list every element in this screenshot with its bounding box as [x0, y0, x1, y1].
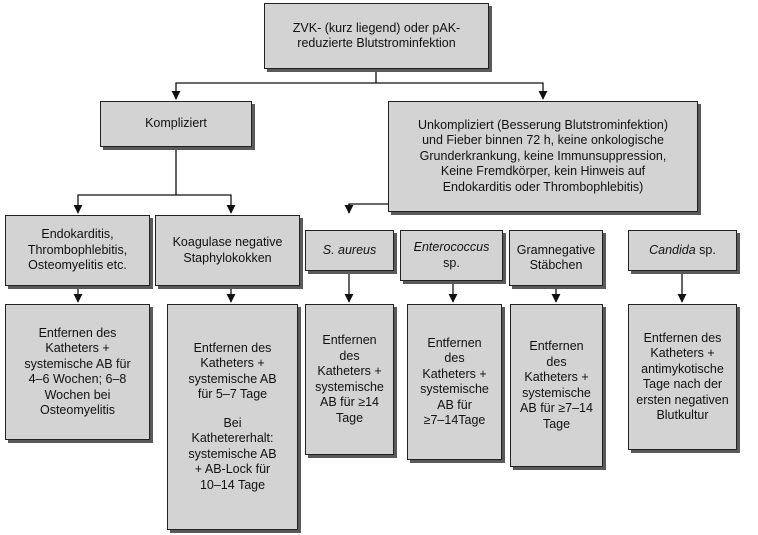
treatment-candida-line-3: antimykotische — [641, 361, 724, 376]
treatment-saureus-line-1: Entfernen — [322, 333, 377, 347]
treatment-candida-line-2: Katheters + — [650, 346, 715, 360]
root-to-uncomplicated-line — [376, 82, 548, 100]
root-line-1: ZVK- (kurz liegend) oder pAK- — [292, 20, 461, 35]
treatment-endocarditis-line-2: Katheters + — [45, 341, 110, 355]
treatment-enterococcus-line-5: AB für — [437, 397, 472, 412]
treatment-gramneg-line-4: systemische — [522, 385, 591, 400]
complicated-label: Kompliziert — [145, 116, 207, 131]
treatment-candida-line-1: Entfernen des — [643, 330, 722, 345]
category-gramneg: Gramnegative Stäbchen — [509, 230, 603, 286]
treatment-candida: Entfernen des Katheters + antimykotische… — [628, 304, 737, 450]
treatment-endocarditis-line-4: 4–6 Wochen; 6–8 — [28, 372, 127, 386]
category-endocarditis: Endokarditis, Thrombophlebitis, Osteomye… — [5, 215, 150, 286]
uncomplicated-line-5: Endokarditis oder Thrombophlebitis) — [442, 179, 644, 194]
treatment-enterococcus-line-3: Katheters + — [422, 366, 487, 381]
treatment-saureus-line-3: Katheters + — [317, 364, 382, 378]
treatment-saureus-line-4: systemische — [315, 379, 384, 394]
treatment-cons-line-8: + AB-Lock für — [194, 462, 271, 477]
treatment-gramneg-line-1: Entfernen — [529, 339, 584, 353]
treatment-enterococcus: Entfernen des Katheters + systemische AB… — [407, 304, 502, 460]
treatment-gramneg: Entfernen des Katheters + systemische AB… — [510, 304, 603, 467]
treatment-cons-line-3: systemische AB — [188, 371, 277, 386]
cons-line-1: Koagulase negative — [172, 235, 283, 249]
candida-suffix: sp. — [695, 242, 716, 257]
enterococcus-suffix: sp. — [443, 255, 460, 270]
complicated-to-endocarditis-line — [73, 147, 177, 214]
category-enterococcus: Enterococcus sp. — [400, 230, 503, 281]
treatment-gramneg-line-6: Tage — [542, 416, 571, 431]
complicated-to-cons-line — [176, 194, 236, 214]
cons-line-2: Staphylokokken — [183, 250, 272, 265]
treatment-endocarditis-line-6: Osteomyelitis — [39, 403, 116, 417]
treatment-enterococcus-line-1: Entfernen — [427, 335, 482, 350]
candida-label: Candida sp. — [649, 243, 716, 259]
endocarditis-line-2: Thrombophlebitis, — [27, 242, 128, 257]
treatment-saureus-line-2: des — [339, 348, 360, 363]
treatment-saureus-line-5: AB für ≥14 — [320, 395, 379, 409]
treatment-gramneg-line-5: AB für ≥7–14 — [520, 401, 593, 415]
treatment-cons-line-9: 10–14 Tage — [199, 477, 266, 492]
treatment-endocarditis-line-3: systemische AB für — [24, 356, 131, 371]
category-saureus: S. aureus — [305, 230, 394, 271]
gramneg-line-1: Gramnegative — [516, 242, 596, 257]
treatment-cons-line-7: systemische AB — [188, 446, 277, 461]
treatment-enterococcus-line-4: systemische — [420, 382, 489, 396]
treatment-cons-line-6: Kathetererhalt: — [191, 431, 274, 446]
uncomplicated-line-1: Unkompliziert (Besserung Blutstrominfekt… — [417, 117, 669, 132]
treatment-endocarditis-line-5: Wochen bei — [44, 387, 111, 402]
treatment-cons-line-2: Katheters + — [200, 356, 265, 371]
treatment-enterococcus-line-6: ≥7–14Tage — [423, 413, 486, 427]
treatment-endocarditis-line-1: Entfernen des — [38, 325, 117, 340]
treatment-candida-line-6: Blutkultur — [656, 408, 709, 422]
uncomplicated-line-4: Keine Fremdkörper, kein Hinweis auf — [440, 164, 646, 179]
treatment-candida-line-5: ersten negativen — [636, 392, 729, 407]
uncomplicated-line-2: und Fieber binnen 72 h, keine onkologisc… — [422, 133, 664, 148]
treatment-cons-line-1: Entfernen des — [193, 340, 272, 355]
treatment-enterococcus-line-2: des — [444, 351, 465, 365]
treatment-endocarditis: Entfernen des Katheters + systemische AB… — [5, 304, 150, 440]
candida-italic: Candida — [649, 242, 696, 257]
treatment-gramneg-line-3: Katheters + — [524, 370, 589, 384]
treatment-cons-line-5: Bei — [223, 415, 242, 430]
treatment-candida-line-4: Tage nach der — [642, 377, 723, 391]
endocarditis-line-1: Endokarditis, — [41, 227, 114, 242]
saureus-label: S. aureus — [322, 242, 377, 257]
category-candida: Candida sp. — [628, 230, 737, 271]
uncomplicated-box: Unkompliziert (Besserung Blutstrominfekt… — [388, 101, 698, 212]
endocarditis-line-3: Osteomyelitis etc. — [28, 258, 127, 273]
treatment-cons: Entfernen des Katheters + systemische AB… — [167, 304, 298, 530]
gramneg-line-2: Stäbchen — [529, 258, 583, 272]
treatment-saureus: Entfernen des Katheters + systemische AB… — [305, 304, 394, 455]
root-stem-line — [171, 69, 377, 100]
treatment-gramneg-line-2: des — [546, 354, 567, 369]
treatment-saureus-line-6: Tage — [335, 410, 364, 425]
treatment-cons-line-4: für 5–7 Tage — [197, 387, 268, 402]
uncomplicated-line-3: Grunderkrankung, keine Immunsuppression, — [419, 148, 667, 163]
complicated-box: Kompliziert — [100, 101, 252, 147]
enterococcus-label: Enterococcus — [413, 240, 490, 254]
root-box: ZVK- (kurz liegend) oder pAK- reduzierte… — [264, 3, 489, 69]
category-cons: Koagulase negative Staphylokokken — [155, 215, 300, 286]
root-line-2: reduzierte Blutstrominfektion — [297, 36, 456, 50]
